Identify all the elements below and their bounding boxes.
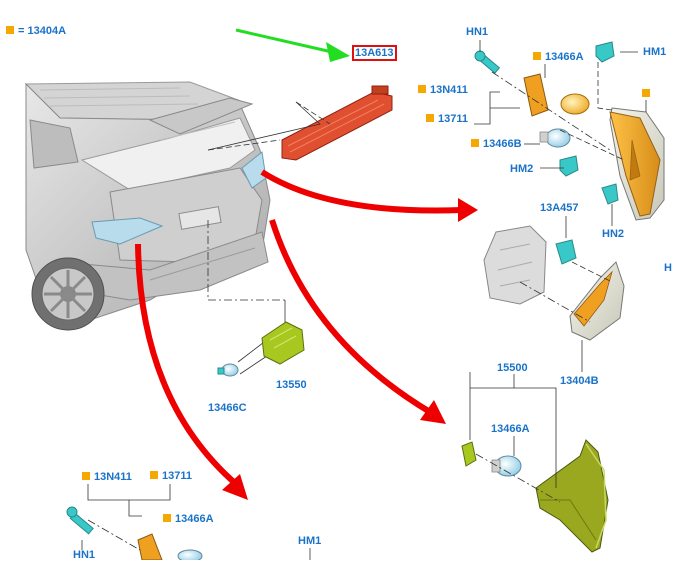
part-label-13711-top[interactable]: 13711 (426, 113, 468, 126)
green-pointer-arrow (235, 28, 350, 62)
marker-icon (426, 114, 434, 122)
rear-lamp-assembly-lower[interactable] (461, 439, 609, 553)
part-label-hn2[interactable]: HN2 (602, 228, 625, 240)
leader-lines-upper (474, 40, 647, 226)
leader-lines-lower (469, 372, 561, 503)
part-label-13404b[interactable]: 13404B (560, 375, 599, 387)
marker-icon (418, 85, 426, 93)
legend-text: = 13404A (18, 25, 67, 37)
part-label-13550[interactable]: 13550 (276, 379, 307, 391)
red-arrow-to-bottom-lamp (135, 243, 248, 500)
part-label-h-right[interactable]: H (664, 262, 672, 274)
part-label-13a613[interactable]: 13A613 (352, 45, 397, 61)
label-text: 13N411 (430, 84, 468, 96)
part-label-hn1-bottom[interactable]: HN1 (73, 549, 96, 561)
part-label-13n411-top[interactable]: 13N411 (418, 84, 468, 97)
label-text: 13466B (483, 138, 522, 150)
vehicle-rear-view (24, 81, 271, 331)
part-label-hm1-bottom[interactable]: HM1 (298, 535, 322, 547)
part-label-13466c[interactable]: 13466C (208, 402, 247, 414)
red-arrow-to-upper-lamp (260, 169, 478, 222)
marker-icon (82, 472, 90, 480)
legend: = 13404A (6, 25, 66, 37)
lamp-marker-upper (642, 88, 654, 101)
high-mount-stop-lamp[interactable] (281, 85, 393, 161)
marker-icon (533, 52, 541, 60)
label-text: 13711 (162, 470, 192, 482)
marker-icon (642, 89, 650, 97)
part-label-13711-bottom[interactable]: 13711 (150, 470, 192, 483)
label-text: 13N411 (94, 471, 132, 483)
highlight-box[interactable]: 13A613 (352, 45, 397, 61)
part-label-hm2[interactable]: HM2 (510, 163, 534, 175)
label-text: 13466A (545, 51, 584, 63)
license-lamp-assembly[interactable] (217, 321, 305, 377)
red-arrow-to-lower-lamp (269, 219, 446, 424)
part-label-15500[interactable]: 15500 (497, 362, 528, 374)
part-label-13466a-bottom[interactable]: 13466A (163, 513, 214, 526)
legend-marker-icon (6, 26, 14, 34)
label-text: 13711 (438, 113, 468, 125)
leader-lines-middle (519, 216, 613, 372)
part-label-13a457[interactable]: 13A457 (540, 202, 579, 214)
label-text: 13466A (175, 513, 214, 525)
part-label-13466a-mid[interactable]: 13466A (491, 423, 530, 435)
part-label-hm1-top[interactable]: HM1 (643, 46, 667, 58)
rear-lamp-assembly-upper[interactable] (474, 41, 665, 221)
rear-lamp-assembly-bottom[interactable] (66, 506, 203, 560)
leader-lines-bottom (81, 484, 311, 560)
rear-lamp-assembly-middle[interactable] (483, 225, 625, 341)
marker-icon (163, 514, 171, 522)
part-label-hn1-top[interactable]: HN1 (466, 26, 489, 38)
marker-icon (471, 139, 479, 147)
part-label-13n411-bottom[interactable]: 13N411 (82, 471, 132, 484)
marker-icon (150, 471, 158, 479)
part-label-13466b[interactable]: 13466B (471, 138, 522, 151)
part-label-13466a-top[interactable]: 13466A (533, 51, 584, 64)
